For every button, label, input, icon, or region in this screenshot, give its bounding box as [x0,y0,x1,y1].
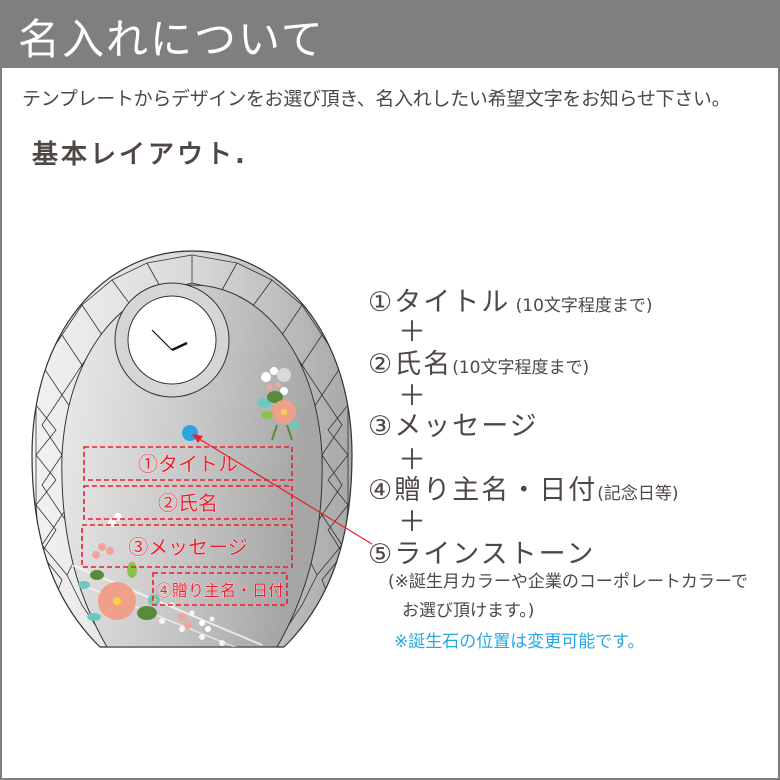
box-label-name: ②氏名 [158,491,218,515]
rhinestone-note-line2: お選び頂けます。) [402,601,535,621]
box-label-sender-date: ④贈り主名・日付 [156,581,284,600]
plus-sign: ＋ [398,505,427,538]
legend-item-rhinestone: ⑤ラインストーン [368,539,596,570]
intro-text: テンプレートからデザインをお選び頂き、名入れしたい希望文字をお知らせ下さい。 [22,88,731,110]
box-label-message: ③メッセージ [128,535,248,559]
layout-box-title [83,446,293,481]
layout-box-sender-date [152,572,288,606]
plus-sign: ＋ [398,315,427,348]
layout-heading: 基本レイアウト. [32,140,248,170]
layout-box-message [81,524,293,568]
flower-decoration-bottom [78,513,211,632]
legend-item-name: ②氏名(10文字程度まで) [368,349,590,380]
flower-decoration-top [257,367,299,441]
page-header: 名入れについて [0,0,780,68]
legend-item-sender-date: ④贈り主名・日付(記念日等) [368,475,679,506]
plus-sign: ＋ [398,379,427,412]
page-title: 名入れについて [18,15,325,64]
minute-hand [151,329,173,351]
rhinestone-note-line1: (※誕生月カラーや企業のコーポレートカラーで [388,572,748,592]
stone-position-note: ※誕生石の位置は変更可能です。 [394,632,645,652]
layout-box-name [83,485,293,520]
clock-dial [114,282,230,398]
name-layout-boxes: ①タイトル ②氏名 ③メッセージ ④贈り主名・日付 [81,446,293,606]
hour-hand [171,341,188,352]
plus-sign: ＋ [398,443,427,476]
product-illustration: ①タイトル ②氏名 ③メッセージ ④贈り主名・日付 [22,245,362,655]
box-label-title: ①タイトル [138,452,238,476]
legend-item-message: ③メッセージ [368,411,539,442]
legend-item-title: ①タイトル (10文字程度まで) [368,287,653,318]
